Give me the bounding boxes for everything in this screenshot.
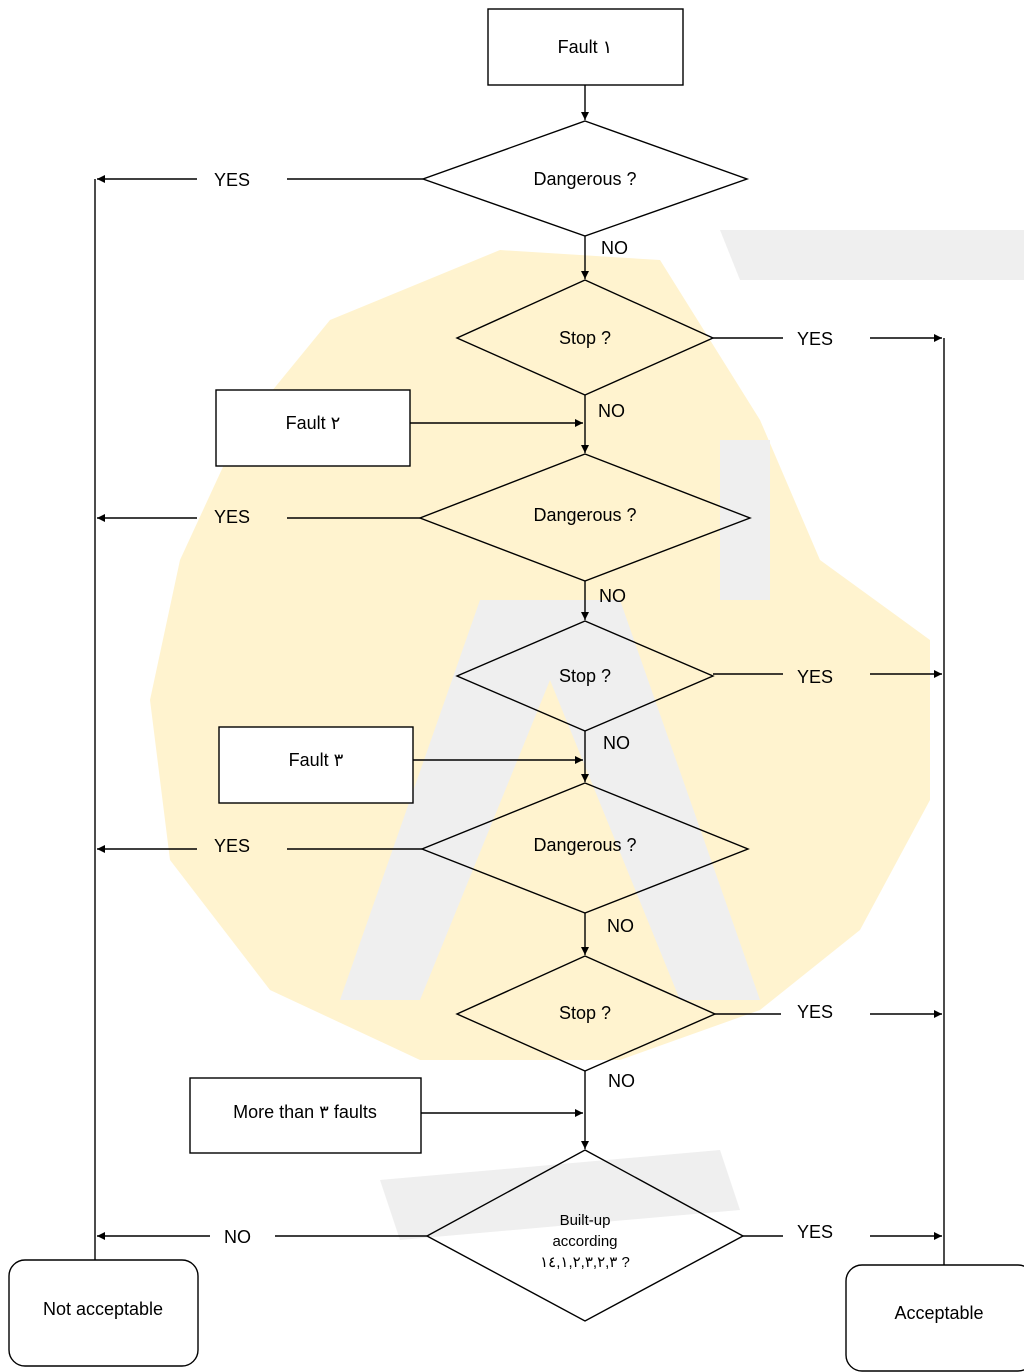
yes-label-1: YES	[214, 170, 250, 190]
acceptable-box	[845, 1264, 1024, 1372]
dangerous-label-2: Dangerous ?	[533, 505, 636, 525]
stop-yes-label-2: YES	[797, 667, 833, 687]
builtup-line-1: Built-up	[560, 1212, 611, 1229]
stop-label-2: Stop ?	[559, 666, 611, 686]
builtup-decision	[425, 1149, 745, 1322]
dangerous-label-3: Dangerous ?	[533, 835, 636, 855]
not-acceptable-label: Not acceptable	[43, 1299, 163, 1319]
more-faults-label: More than ٣ faults	[233, 1102, 377, 1122]
stop-yes-label-3: YES	[797, 1002, 833, 1022]
yes-label-3: YES	[214, 836, 250, 856]
fault2-label: Fault ٢	[286, 413, 341, 433]
stop-label-1: Stop ?	[559, 328, 611, 348]
no-label-4: NO	[603, 733, 630, 753]
more-faults-box	[189, 1077, 422, 1154]
acceptable-label: Acceptable	[894, 1303, 983, 1323]
no-label-6: NO	[608, 1071, 635, 1091]
no-label-2: NO	[598, 401, 625, 421]
no-label-3: NO	[599, 586, 626, 606]
fault1-label: Fault ١	[558, 37, 613, 57]
not-acceptable-box	[8, 1259, 199, 1367]
fault3-label: Fault ٣	[289, 750, 344, 770]
fault1-box	[487, 8, 684, 86]
builtup-yes-label: YES	[797, 1222, 833, 1242]
stop-label-3: Stop ?	[559, 1003, 611, 1023]
builtup-line-3: ١٤,١,٢,٣,٢,٣ ?	[540, 1254, 630, 1271]
dangerous-label-1: Dangerous ?	[533, 169, 636, 189]
no-label-1: NO	[601, 238, 628, 258]
no-label-5: NO	[607, 916, 634, 936]
yes-label-2: YES	[214, 507, 250, 527]
fault3-box	[218, 726, 414, 804]
builtup-line-2: according	[552, 1233, 617, 1250]
builtup-no-label: NO	[224, 1227, 251, 1247]
stop-yes-label-1: YES	[797, 329, 833, 349]
fault2-box	[215, 389, 411, 467]
